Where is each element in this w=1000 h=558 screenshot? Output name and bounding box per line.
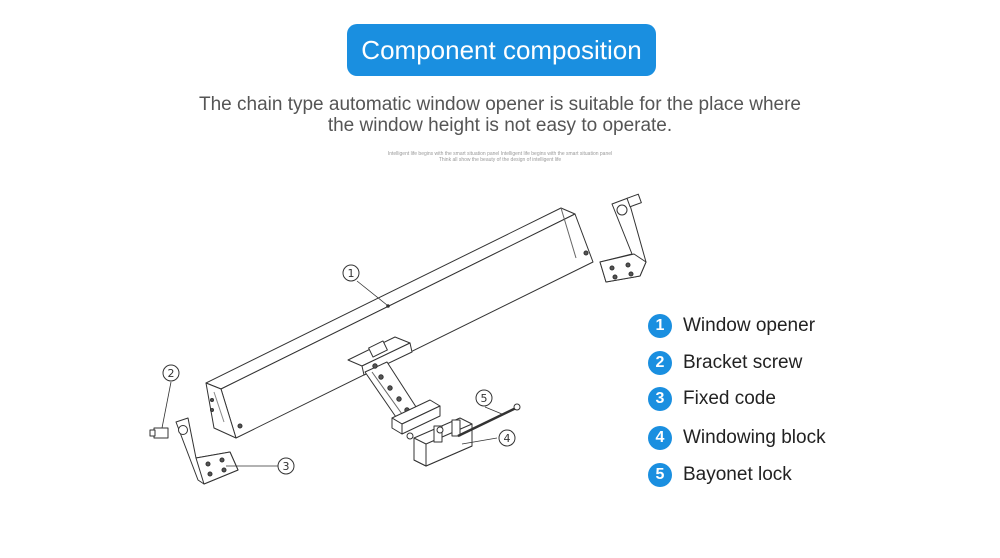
- legend-number-badge: 2: [648, 351, 672, 375]
- description-text: The chain type automatic window opener i…: [140, 94, 860, 136]
- legend-item: 5 Bayonet lock: [648, 461, 792, 489]
- legend-label: Fixed code: [683, 388, 776, 409]
- legend-item: 4 Windowing block: [648, 424, 826, 452]
- windowing-block-illustration: [391, 399, 473, 467]
- window-opener-illustration: [205, 207, 594, 439]
- fine-print: Intelligent life begins with the smart s…: [330, 151, 670, 163]
- legend-label: Bayonet lock: [683, 464, 792, 485]
- legend-number-badge: 3: [648, 387, 672, 411]
- legend-item: 1 Window opener: [648, 312, 815, 340]
- top-bracket-illustration: [599, 193, 647, 283]
- description-line-2: the window height is not easy to operate…: [327, 115, 673, 136]
- legend-item: 2 Bracket screw: [648, 349, 802, 377]
- description-line-1: The chain type automatic window opener i…: [198, 94, 801, 115]
- callout-1: 1: [348, 267, 355, 280]
- legend-item: 3 Fixed code: [648, 385, 776, 413]
- callout-5: 5: [481, 392, 488, 405]
- bayonet-lock-illustration: [457, 403, 521, 438]
- callout-2: 2: [168, 367, 175, 380]
- legend-number-badge: 4: [648, 426, 672, 450]
- legend-label: Window opener: [683, 315, 816, 336]
- callout-4: 4: [504, 432, 511, 445]
- chain-illustration: [364, 361, 419, 421]
- section-title: Component composition: [347, 24, 656, 76]
- legend-number-badge: 1: [648, 314, 672, 338]
- legend-label: Bracket screw: [683, 352, 803, 373]
- fine-print-line-1: Intelligent life begins with the smart s…: [387, 151, 613, 157]
- callout-3: 3: [283, 460, 290, 473]
- legend-number-badge: 5: [648, 463, 672, 487]
- bottom-bracket-illustration: [149, 417, 239, 485]
- fine-print-line-2: Think all show the beauty of the design …: [438, 157, 562, 163]
- legend-label: Windowing block: [683, 427, 826, 448]
